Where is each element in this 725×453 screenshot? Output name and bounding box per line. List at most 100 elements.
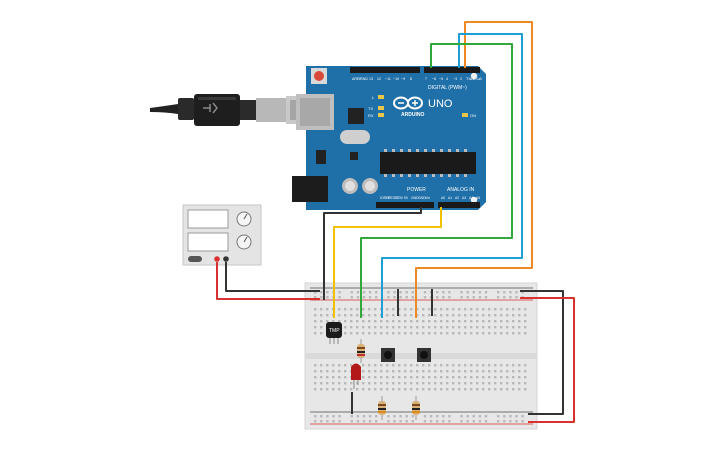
breadboard-hole[interactable] bbox=[503, 420, 506, 423]
breadboard-hole[interactable] bbox=[374, 370, 377, 373]
breadboard-hole[interactable] bbox=[488, 370, 491, 373]
breadboard-hole[interactable] bbox=[398, 326, 401, 329]
breadboard-hole[interactable] bbox=[500, 382, 503, 385]
breadboard-hole[interactable] bbox=[410, 308, 413, 311]
resistor-button-1[interactable] bbox=[378, 396, 386, 420]
breadboard-hole[interactable] bbox=[428, 308, 431, 311]
breadboard-hole[interactable] bbox=[404, 314, 407, 317]
breadboard-hole[interactable] bbox=[368, 376, 371, 379]
breadboard-hole[interactable] bbox=[356, 415, 360, 418]
breadboard-hole[interactable] bbox=[404, 382, 407, 385]
breadboard-hole[interactable] bbox=[464, 326, 467, 329]
usb-cable[interactable] bbox=[150, 94, 308, 126]
breadboard-hole[interactable] bbox=[506, 376, 509, 379]
breadboard-hole[interactable] bbox=[470, 314, 473, 317]
breadboard-hole[interactable] bbox=[524, 370, 527, 373]
breadboard-hole[interactable] bbox=[500, 326, 503, 329]
breadboard-hole[interactable] bbox=[512, 314, 515, 317]
breadboard-hole[interactable] bbox=[392, 370, 395, 373]
breadboard-hole[interactable] bbox=[344, 314, 347, 317]
breadboard-hole[interactable] bbox=[422, 388, 425, 391]
breadboard-hole[interactable] bbox=[518, 320, 521, 323]
breadboard-hole[interactable] bbox=[472, 291, 475, 294]
breadboard-hole[interactable] bbox=[411, 420, 414, 423]
breadboard-hole[interactable] bbox=[380, 364, 383, 367]
breadboard-hole[interactable] bbox=[387, 420, 390, 423]
breadboard-hole[interactable] bbox=[428, 382, 431, 385]
breadboard-hole[interactable] bbox=[320, 388, 323, 391]
breadboard-hole[interactable] bbox=[356, 332, 359, 335]
push-button-2[interactable] bbox=[417, 348, 431, 362]
breadboard-hole[interactable] bbox=[512, 370, 515, 373]
breadboard-hole[interactable] bbox=[466, 296, 469, 299]
breadboard-hole[interactable] bbox=[466, 415, 469, 418]
breadboard[interactable] bbox=[304, 282, 538, 430]
breadboard-hole[interactable] bbox=[386, 326, 389, 329]
breadboard-hole[interactable] bbox=[518, 308, 521, 311]
breadboard-hole[interactable] bbox=[452, 320, 455, 323]
breadboard-hole[interactable] bbox=[497, 291, 500, 294]
breadboard-hole[interactable] bbox=[314, 376, 317, 379]
breadboard-hole[interactable] bbox=[356, 308, 359, 311]
breadboard-hole[interactable] bbox=[344, 382, 347, 385]
breadboard-hole[interactable] bbox=[344, 364, 347, 367]
breadboard-hole[interactable] bbox=[387, 296, 390, 299]
breadboard-hole[interactable] bbox=[416, 308, 419, 311]
breadboard-hole[interactable] bbox=[476, 308, 479, 311]
breadboard-hole[interactable] bbox=[362, 388, 365, 391]
breadboard-hole[interactable] bbox=[314, 420, 317, 423]
breadboard-hole[interactable] bbox=[464, 332, 467, 335]
breadboard-hole[interactable] bbox=[380, 376, 383, 379]
breadboard-hole[interactable] bbox=[326, 415, 329, 418]
breadboard-hole[interactable] bbox=[458, 370, 461, 373]
breadboard-hole[interactable] bbox=[512, 332, 515, 335]
breadboard-hole[interactable] bbox=[422, 382, 425, 385]
breadboard-hole[interactable] bbox=[375, 415, 378, 418]
breadboard-hole[interactable] bbox=[422, 370, 425, 373]
breadboard-hole[interactable] bbox=[484, 415, 488, 418]
breadboard-hole[interactable] bbox=[386, 314, 389, 317]
breadboard-hole[interactable] bbox=[478, 420, 482, 423]
breadboard-hole[interactable] bbox=[392, 308, 395, 311]
breadboard-hole[interactable] bbox=[356, 296, 360, 299]
breadboard-hole[interactable] bbox=[482, 388, 485, 391]
breadboard-hole[interactable] bbox=[380, 326, 383, 329]
breadboard-hole[interactable] bbox=[392, 388, 395, 391]
breadboard-hole[interactable] bbox=[482, 320, 485, 323]
breadboard-hole[interactable] bbox=[515, 296, 518, 299]
breadboard-hole[interactable] bbox=[320, 376, 323, 379]
breadboard-hole[interactable] bbox=[442, 420, 445, 423]
breadboard-hole[interactable] bbox=[488, 376, 491, 379]
breadboard-hole[interactable] bbox=[398, 376, 401, 379]
breadboard-hole[interactable] bbox=[464, 370, 467, 373]
breadboard-hole[interactable] bbox=[332, 320, 335, 323]
breadboard-hole[interactable] bbox=[494, 320, 497, 323]
breadboard-hole[interactable] bbox=[423, 420, 427, 423]
breadboard-hole[interactable] bbox=[356, 320, 359, 323]
breadboard-hole[interactable] bbox=[428, 370, 431, 373]
breadboard-hole[interactable] bbox=[503, 291, 506, 294]
breadboard-hole[interactable] bbox=[374, 382, 377, 385]
breadboard-hole[interactable] bbox=[482, 314, 485, 317]
breadboard-hole[interactable] bbox=[332, 370, 335, 373]
breadboard-hole[interactable] bbox=[476, 370, 479, 373]
breadboard-hole[interactable] bbox=[494, 370, 497, 373]
breadboard-hole[interactable] bbox=[404, 326, 407, 329]
breadboard-hole[interactable] bbox=[362, 370, 365, 373]
breadboard-hole[interactable] bbox=[518, 370, 521, 373]
wire-black-supply[interactable] bbox=[225, 262, 320, 292]
breadboard-hole[interactable] bbox=[452, 314, 455, 317]
breadboard-hole[interactable] bbox=[506, 364, 509, 367]
breadboard-hole[interactable] bbox=[338, 415, 341, 418]
breadboard-hole[interactable] bbox=[368, 370, 371, 373]
breadboard-hole[interactable] bbox=[442, 291, 445, 294]
breadboard-hole[interactable] bbox=[320, 291, 323, 294]
breadboard-hole[interactable] bbox=[482, 332, 485, 335]
breadboard-hole[interactable] bbox=[458, 376, 461, 379]
breadboard-hole[interactable] bbox=[429, 420, 433, 423]
breadboard-hole[interactable] bbox=[332, 388, 335, 391]
breadboard-hole[interactable] bbox=[386, 320, 389, 323]
breadboard-hole[interactable] bbox=[423, 296, 427, 299]
breadboard-hole[interactable] bbox=[446, 364, 449, 367]
supply-positive-terminal[interactable] bbox=[214, 256, 220, 262]
